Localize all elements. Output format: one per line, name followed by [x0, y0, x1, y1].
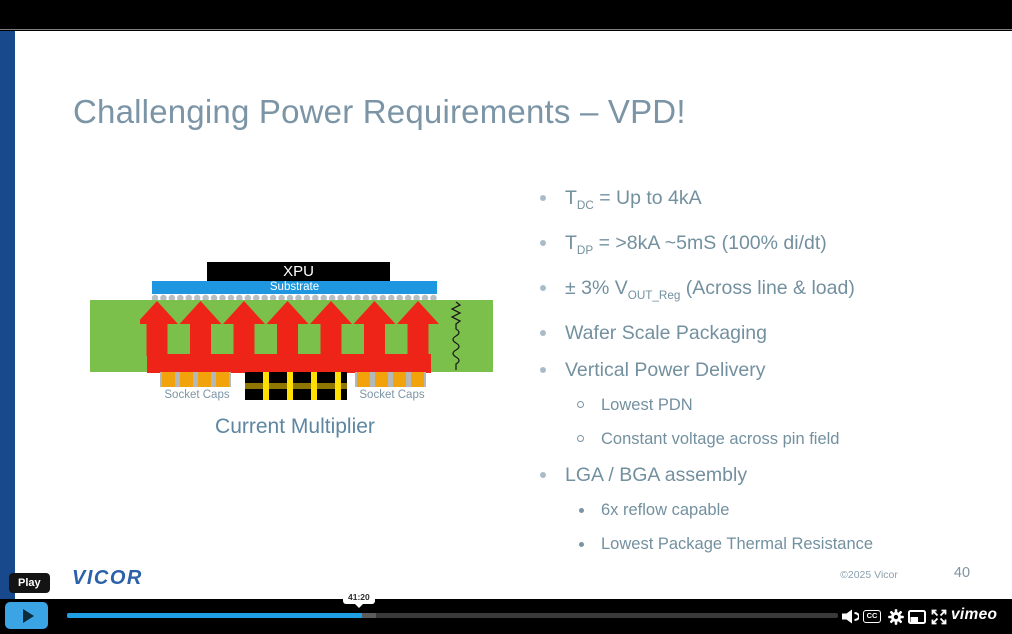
- bullet-item: Constant voltage across pin field: [537, 428, 1007, 451]
- socket-caps-left: [160, 372, 231, 387]
- time-tooltip: 41:20: [343, 590, 375, 608]
- bullet-marker: [540, 471, 546, 478]
- bullet-item: Vertical Power Delivery: [537, 357, 1007, 383]
- bullet-item: 6x reflow capable: [537, 499, 1007, 522]
- substrate-bar: Substrate: [152, 281, 437, 294]
- socket-caps-left-label: Socket Caps: [164, 389, 230, 401]
- vicor-logo: VICOR: [72, 567, 143, 589]
- diagram-caption: Current Multiplier: [215, 415, 375, 438]
- slide: Challenging Power Requirements – VPD! XP…: [15, 31, 1012, 599]
- bullet-marker: [540, 195, 546, 201]
- play-icon: [22, 608, 34, 623]
- volume-icon: [841, 609, 859, 624]
- power-module: [245, 372, 347, 400]
- xpu-block: XPU: [207, 262, 390, 281]
- vimeo-logo[interactable]: vimeo: [951, 606, 998, 623]
- bullet-marker: [577, 400, 584, 408]
- cap-cell: [411, 372, 424, 387]
- page-number: 40: [953, 565, 971, 581]
- cap-cell: [162, 372, 175, 387]
- player-control-bar: CC: [0, 599, 1012, 634]
- bullet-item: TDC = Up to 4kA: [537, 185, 1007, 219]
- volume-button[interactable]: [841, 608, 859, 625]
- cap-cell: [375, 372, 388, 387]
- bullet-list: TDC = Up to 4kA TDP = >8kA ~5mS (100% di/…: [537, 185, 1007, 567]
- settings-button[interactable]: [887, 608, 905, 625]
- bullet-item: Lowest PDN: [537, 394, 1007, 417]
- fullscreen-icon: [931, 609, 947, 624]
- bullet-item: Wafer Scale Packaging: [537, 320, 1007, 346]
- bullet-marker: [579, 507, 584, 513]
- play-button[interactable]: [5, 602, 48, 629]
- cap-cell: [393, 372, 406, 387]
- captions-button[interactable]: CC: [863, 608, 881, 625]
- bullet-marker: [540, 329, 546, 336]
- bullet-item: TDP = >8kA ~5mS (100% di/dt): [537, 230, 1007, 264]
- bullet-marker: [577, 434, 584, 442]
- bullet-marker: [540, 366, 546, 373]
- progress-bar[interactable]: [67, 613, 838, 618]
- bullet-marker: [579, 541, 584, 547]
- bullet-item: Lowest Package Thermal Resistance: [537, 533, 1007, 556]
- socket-caps-right-label: Socket Caps: [359, 389, 425, 401]
- slide-title: Challenging Power Requirements – VPD!: [73, 93, 686, 130]
- socket-caps-right: [355, 372, 426, 387]
- bga-balls-row: [151, 293, 438, 303]
- letterbox-top-bar: [0, 0, 1012, 30]
- slide-accent-stripe: [0, 31, 15, 599]
- bullet-item: LGA / BGA assembly: [537, 462, 1007, 488]
- bullet-marker: [540, 239, 546, 246]
- cap-cell: [357, 372, 370, 387]
- fullscreen-button[interactable]: [930, 608, 948, 625]
- picture-in-picture-icon: [908, 609, 926, 624]
- bullet-item: ± 3% VOUT_Reg (Across line & load): [537, 275, 1007, 309]
- cap-cell: [180, 372, 193, 387]
- impedance-symbol: [450, 301, 462, 370]
- bullet-marker: [540, 284, 546, 291]
- current-arrows: [140, 301, 439, 373]
- progress-fill: [67, 613, 363, 618]
- progress-buffer: [362, 613, 377, 618]
- picture-in-picture-button[interactable]: [908, 608, 926, 625]
- cc-icon: CC: [863, 610, 881, 623]
- cap-cell: [216, 372, 229, 387]
- cap-cell: [198, 372, 211, 387]
- play-tooltip: Play: [9, 573, 50, 593]
- settings-gear-icon: [888, 608, 904, 625]
- copyright-text: ©2025 Vicor: [840, 569, 898, 581]
